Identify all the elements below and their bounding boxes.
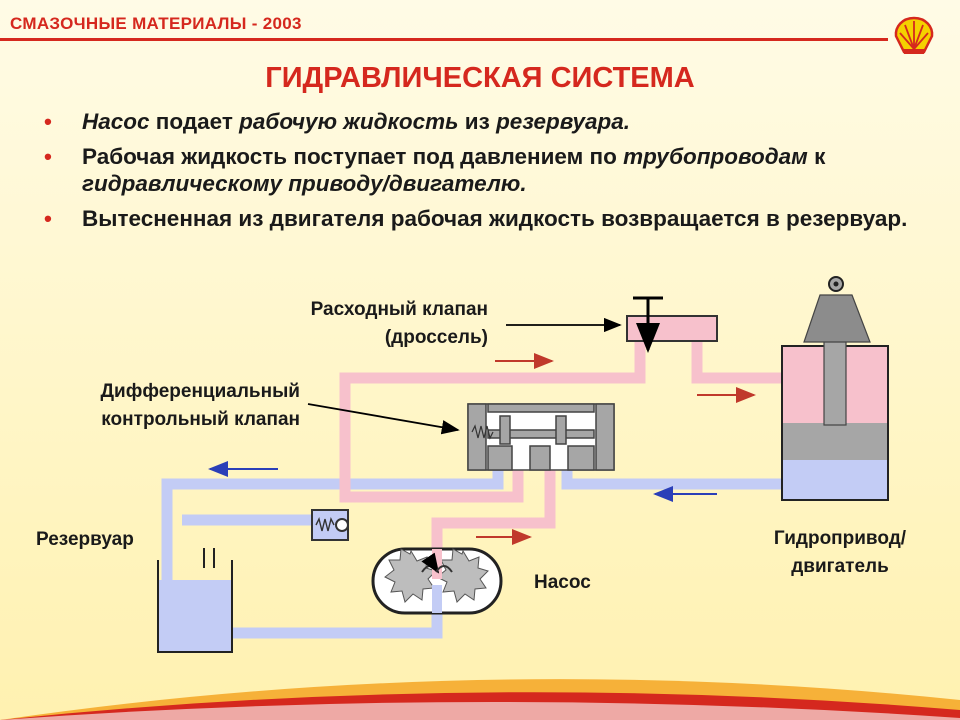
header-title: СМАЗОЧНЫЕ МАТЕРИАЛЫ - 2003 <box>10 14 302 33</box>
bullet-segment: подает <box>149 109 240 134</box>
pump <box>371 547 503 615</box>
bullet-segment: резервуара. <box>496 109 631 134</box>
flow-valve-label: Расходный клапан <box>311 299 488 320</box>
pump-label: Насос <box>534 572 591 593</box>
actuator-label: Гидропривод/ <box>774 528 907 549</box>
bullet-segment: трубопроводам <box>623 144 808 169</box>
footer-decoration <box>0 679 960 720</box>
shell-logo-icon <box>894 16 934 54</box>
bullet-segment: гидравлическому приводу/двигателю. <box>82 171 527 196</box>
differential-valve <box>467 403 615 471</box>
slide-title: ГИДРАВЛИЧЕСКАЯ СИСТЕМА <box>265 62 695 94</box>
reservoir <box>157 548 233 653</box>
bullet-item: •Вытесненная из двигателя рабочая жидкос… <box>44 206 908 231</box>
bullet-segment: Рабочая жидкость поступает под давлением… <box>82 144 624 169</box>
flow-valve-label: (дроссель) <box>385 327 488 348</box>
bullet-text: Рабочая жидкость поступает под давлением… <box>82 144 825 196</box>
bullet-item: •Рабочая жидкость поступает под давление… <box>44 144 826 196</box>
diff-valve-pointer <box>307 403 460 435</box>
check-valve <box>311 509 349 541</box>
bullet-segment: Насос <box>82 109 150 134</box>
flow-arrows <box>208 353 756 545</box>
reservoir-label: Резервуар <box>36 529 134 550</box>
flow-valve <box>626 296 718 353</box>
bullet-item: •Насос подает рабочую жидкость из резерв… <box>44 109 631 134</box>
header-divider <box>0 38 888 41</box>
hydraulic-actuator <box>781 276 889 501</box>
bullet-text: Насос подает рабочую жидкость из резерву… <box>82 109 630 134</box>
bullet-segment: из <box>458 109 497 134</box>
bullet-list: •Насос подает рабочую жидкость из резерв… <box>44 108 944 240</box>
bullet-segment: Вытесненная из двигателя рабочая жидкост… <box>82 206 908 231</box>
diff-valve-label: контрольный клапан <box>101 409 300 430</box>
bullet-segment: к <box>807 144 826 169</box>
bullet-text: Вытесненная из двигателя рабочая жидкост… <box>82 206 907 231</box>
pressure-lines <box>339 340 782 558</box>
actuator-label: двигатель <box>791 556 889 577</box>
diff-valve-label: Дифференциальный <box>101 381 301 402</box>
bullet-segment: рабочую жидкость <box>239 109 459 134</box>
